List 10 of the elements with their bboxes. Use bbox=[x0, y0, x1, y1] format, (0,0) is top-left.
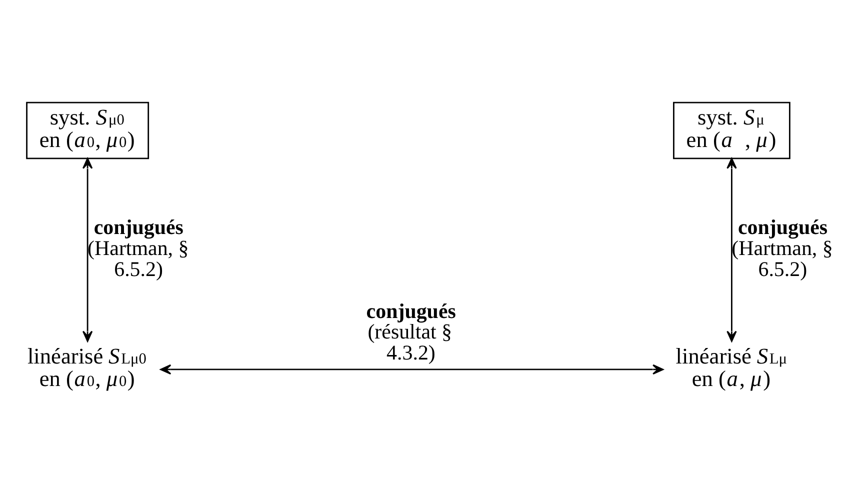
edge-label: conjugués (Hartman, § 6.5.2) bbox=[88, 214, 189, 280]
node-text: linéarisé SLμ0 en (a0, μ0) bbox=[27, 343, 146, 390]
arrow bbox=[160, 364, 664, 374]
node-text: linéarisé SLμ en (a, μ) bbox=[676, 343, 788, 390]
edge-label: conjugués (Hartman, § 6.5.2) bbox=[732, 214, 833, 280]
node-box: syst. Sμ0 en (a0, μ0) bbox=[26, 101, 150, 159]
arrow bbox=[726, 157, 737, 342]
edge-label: conjugués (résultat § 4.3.2) bbox=[366, 298, 456, 364]
arrow bbox=[82, 157, 93, 342]
node-box: syst. Sμ en (a , μ) bbox=[673, 101, 790, 159]
